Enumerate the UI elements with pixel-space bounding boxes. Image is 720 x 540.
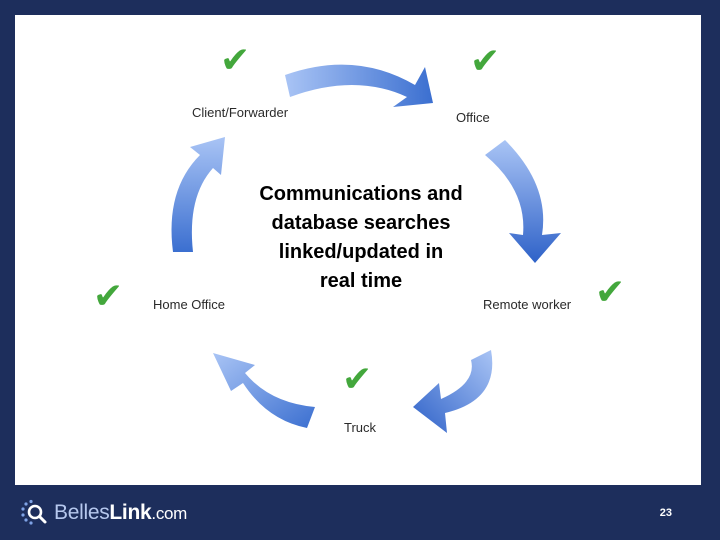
- node-home-office: Home Office: [153, 297, 226, 312]
- check-icon: ✔: [342, 358, 373, 399]
- cycle-diagram: [171, 64, 561, 433]
- check-icon: ✔: [595, 271, 626, 312]
- node-office: Office: [456, 110, 490, 125]
- center-caption-line: real time: [319, 270, 403, 292]
- page-number: 23: [659, 507, 672, 519]
- center-caption-line: Communications and: [259, 183, 463, 205]
- slide-canvas: ✔ ✔ ✔ ✔ ✔ Client/Forwarder Office Remote…: [15, 15, 701, 485]
- arrow-remote-to-truck: [413, 350, 493, 433]
- check-icon: ✔: [93, 275, 124, 316]
- center-caption-line: linked/updated in: [278, 241, 444, 263]
- node-truck: Truck: [344, 420, 377, 435]
- node-remote-worker: Remote worker: [483, 297, 572, 312]
- arrow-home-to-client: [171, 137, 225, 252]
- magnifier-icon: [21, 499, 47, 525]
- logo-wordmark: BellesLink.com: [54, 501, 188, 524]
- arrow-office-to-remote: [485, 140, 561, 263]
- arrow-client-to-office: [285, 64, 433, 107]
- center-caption: Communications and database searches lin…: [245, 180, 477, 296]
- slide-footer: BellesLink.com 23: [0, 485, 720, 540]
- center-caption-line: database searches: [271, 212, 451, 234]
- check-icon: ✔: [470, 40, 501, 81]
- check-icon: ✔: [220, 39, 251, 80]
- belleslink-logo: BellesLink.com: [20, 499, 187, 527]
- node-client-forwarder: Client/Forwarder: [192, 105, 289, 120]
- arrow-truck-to-home: [213, 353, 315, 428]
